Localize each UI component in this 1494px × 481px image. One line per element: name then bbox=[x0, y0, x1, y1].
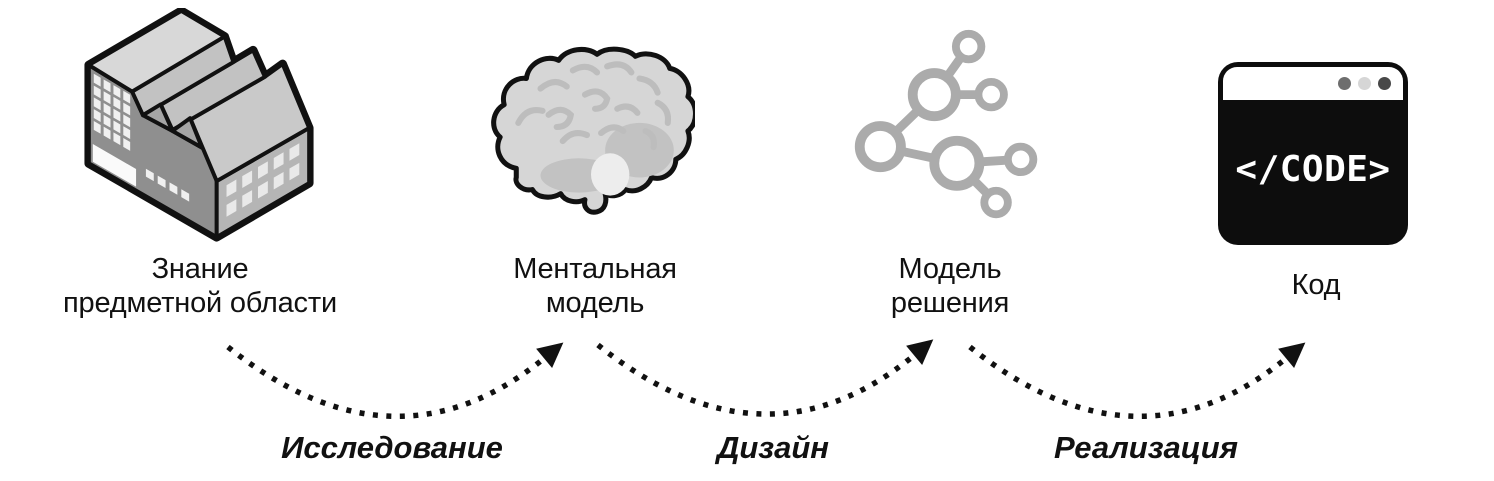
factory-windows-right bbox=[226, 143, 300, 217]
stage-label-line: модель bbox=[545, 287, 645, 319]
stage-label-solution-model: Модель решения bbox=[825, 252, 1075, 320]
arrow-label-implementation: Реализация bbox=[1053, 430, 1238, 465]
code-window-icon: </CODE> bbox=[1218, 62, 1408, 245]
factory-icon bbox=[84, 8, 314, 242]
brain-icon bbox=[491, 46, 695, 215]
code-text: </CODE> bbox=[1235, 148, 1391, 190]
stage-label-code: Код bbox=[1221, 268, 1411, 302]
stage-label-line: Ментальная bbox=[513, 253, 677, 285]
stage-label-mental-model: Ментальная модель bbox=[470, 252, 720, 320]
factory-door bbox=[92, 144, 137, 187]
code-window-titlebar bbox=[1223, 67, 1403, 100]
research-arrow bbox=[226, 342, 564, 419]
titlebar-dot-icon bbox=[1378, 77, 1391, 90]
arrow-label-design: Дизайн bbox=[716, 430, 830, 465]
titlebar-dot-icon bbox=[1358, 77, 1371, 90]
brain-folds bbox=[515, 61, 672, 151]
factory-windows-left bbox=[92, 73, 190, 202]
stage-label-line: решения bbox=[890, 287, 1010, 319]
stage-label-line: Модель bbox=[898, 253, 1002, 285]
design-arrow bbox=[596, 339, 934, 417]
arrow-label-research: Исследование bbox=[281, 430, 503, 465]
stage-label-line: предметной области bbox=[63, 287, 337, 319]
graph-icon bbox=[854, 29, 1038, 219]
stage-label-domain-knowledge: Знание предметной области bbox=[40, 252, 360, 320]
implementation-arrow bbox=[968, 342, 1306, 419]
code-window-body: </CODE> bbox=[1223, 100, 1403, 238]
stage-label-line: Знание bbox=[151, 253, 249, 285]
titlebar-dot-icon bbox=[1338, 77, 1351, 90]
stage-label-line: Код bbox=[1291, 269, 1341, 301]
